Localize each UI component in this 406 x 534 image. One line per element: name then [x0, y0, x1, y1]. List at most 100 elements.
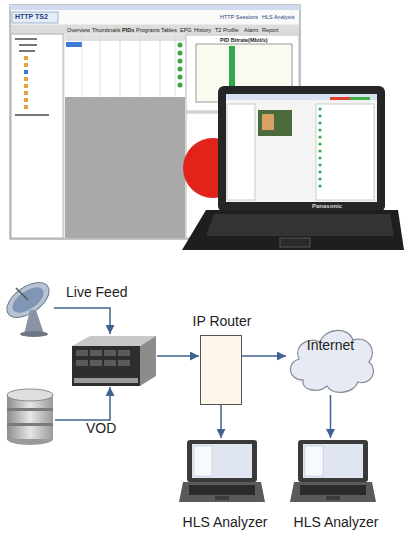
server-rack-part	[90, 350, 102, 356]
laptop-photo-part	[318, 121, 321, 124]
laptop-screen-pane	[305, 446, 323, 476]
screen-text: HTTP Sessions	[220, 14, 258, 20]
screen-text: HTTP TS2	[15, 13, 48, 21]
laptop-photo-part	[318, 184, 321, 187]
screen-text: Programs	[136, 27, 160, 33]
feed-wire	[54, 308, 199, 420]
server-rack-part	[76, 350, 88, 356]
laptop-photo	[182, 86, 404, 250]
software-screenshot-part	[19, 44, 37, 46]
database-cylinder	[7, 389, 53, 445]
screen-text: Alarm	[244, 27, 258, 33]
laptop-photo-part	[318, 128, 321, 131]
laptop-touchpad	[326, 496, 340, 500]
database-cylinder-part	[7, 408, 53, 411]
software-screenshot-part	[24, 84, 28, 88]
software-screenshot-part	[24, 98, 28, 102]
software-screenshot-part	[24, 56, 28, 60]
laptop-photo-part	[318, 156, 321, 159]
laptop-icon	[286, 438, 381, 506]
laptop-photo-part	[318, 142, 321, 145]
screen-text: PID Bitrate(Mbit/s)	[220, 37, 268, 43]
laptop-photo-part	[262, 114, 274, 130]
screen-text: Panasonic	[312, 203, 342, 210]
laptop-photo-part	[330, 97, 350, 100]
laptop-photo-part	[318, 107, 321, 110]
laptop-base	[179, 482, 265, 502]
cloud-shape	[283, 318, 378, 398]
analyzer-laptop: HLS Analyzer	[175, 438, 275, 533]
satellite-dish-part	[1, 276, 55, 325]
laptop-screen	[303, 444, 363, 478]
software-screenshot-part	[178, 75, 183, 80]
server-rack-part	[140, 336, 156, 386]
database-cylinder-part	[7, 395, 53, 439]
software-screenshot-part	[19, 50, 35, 52]
software-screenshot-part	[178, 51, 183, 56]
software-screenshot-part	[11, 34, 63, 238]
feed-wire-part	[157, 355, 199, 357]
software-screenshot-part	[24, 105, 28, 109]
server-rack-part	[104, 360, 116, 366]
software-screenshot-part	[10, 5, 300, 10]
node-label: Internet	[283, 337, 378, 353]
software-screenshot-part	[65, 35, 185, 41]
laptop-lid	[298, 440, 368, 482]
internet-cloud: Internet	[283, 318, 378, 398]
software-screenshot-part	[15, 114, 49, 116]
laptop-photo-part	[318, 114, 321, 117]
software-screenshot-part	[65, 35, 185, 238]
software-screenshot-part	[178, 43, 183, 48]
laptop-lid	[187, 440, 257, 482]
software-screenshot-part	[15, 38, 37, 40]
server-rack	[72, 336, 156, 386]
software-screenshot-part	[24, 91, 28, 95]
satellite-dish-part	[20, 331, 48, 337]
laptop-photo-part	[318, 163, 321, 166]
screen-text: PIDs	[122, 27, 134, 33]
satellite-dish-part	[8, 282, 48, 317]
screen-text: EPG	[180, 27, 192, 33]
screen-text: Report	[262, 27, 279, 33]
server-rack-part	[118, 350, 130, 356]
screen-text: HLS Analysis	[262, 14, 294, 20]
software-screenshot-part	[24, 77, 28, 81]
screen-text: Overview	[67, 27, 90, 33]
router-box: IP Router	[200, 335, 242, 405]
feed-wire-part	[55, 387, 110, 420]
laptop-photo-part	[206, 214, 394, 236]
laptop-photo-part	[280, 238, 310, 247]
laptop-photo-part	[227, 104, 255, 200]
laptop-photo-part	[226, 94, 377, 100]
laptop-photo-part	[182, 210, 404, 250]
screen-text: T2 Profile	[215, 27, 239, 33]
server-rack-part	[74, 378, 138, 383]
software-screenshot-part	[178, 67, 183, 72]
software-screenshot-part	[82, 35, 175, 97]
laptop-photo-part	[350, 97, 370, 100]
flow-arrow	[220, 405, 222, 438]
laptop-photo-part	[316, 104, 374, 200]
screen-text: Thumbnails	[92, 27, 120, 33]
laptop-photo-part	[218, 86, 385, 212]
laptop-photo-part	[318, 170, 321, 173]
laptop-keyboard	[300, 485, 366, 495]
laptop-keyboard	[189, 485, 255, 495]
server-rack-part	[72, 346, 140, 386]
flow-arrow	[330, 395, 332, 438]
feed-label: Live Feed	[66, 284, 127, 300]
server-rack-part	[118, 360, 130, 366]
laptop-icon	[175, 438, 270, 506]
software-screenshot-part	[24, 70, 28, 74]
software-screenshot-part	[24, 63, 28, 67]
satellite-dish-part	[24, 310, 44, 334]
laptop-screen-pane	[194, 446, 212, 476]
feed-label: VOD	[86, 420, 116, 436]
laptop-photo-part	[318, 135, 321, 138]
database-cylinder-part	[7, 389, 53, 401]
laptop-photo-part	[258, 110, 292, 136]
laptop-base	[290, 482, 376, 502]
satellite-dish-part	[16, 288, 28, 300]
node-label: IP Router	[177, 313, 267, 329]
